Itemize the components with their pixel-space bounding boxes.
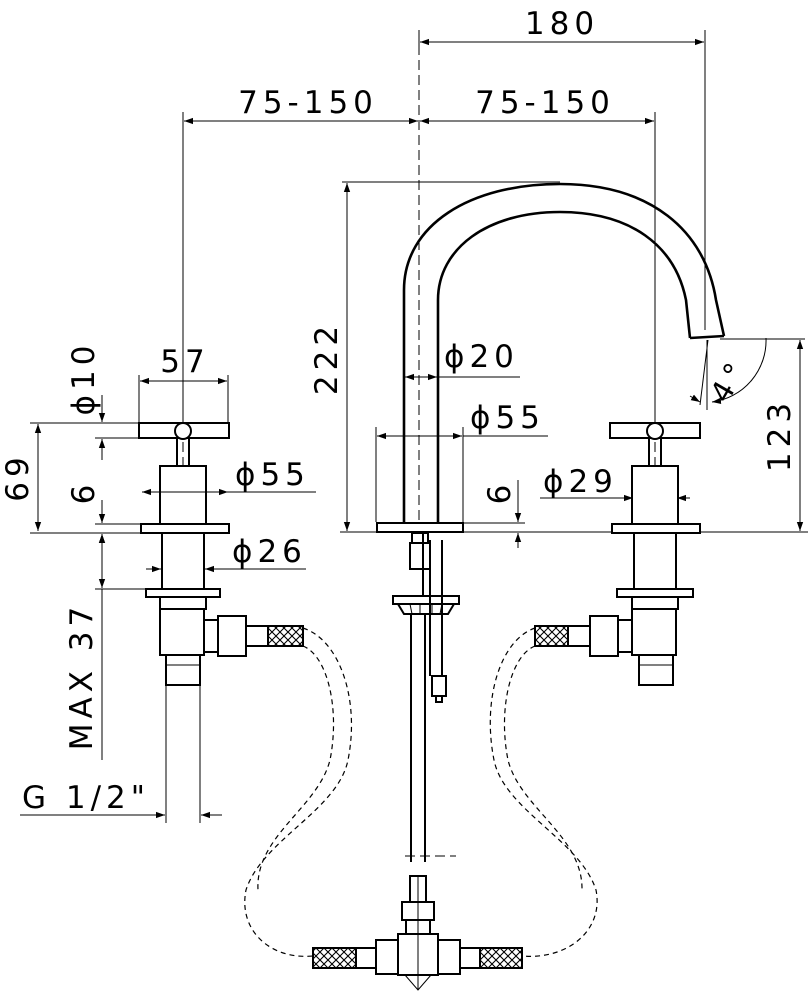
dim-max-mount-thickness: MAX 37	[64, 602, 100, 751]
dim-right-rosette-diameter: ϕ29	[543, 464, 618, 500]
dim-outlet-height: 123	[762, 398, 798, 472]
dim-handle-width: 57	[160, 344, 209, 380]
flex-hoses	[244, 627, 598, 957]
dim-right-spacing: 75-150	[475, 85, 615, 121]
dim-spout-base-diameter: ϕ55	[470, 400, 545, 436]
dim-handle-height: 69	[0, 452, 36, 501]
dim-shank-diameter: ϕ26	[232, 534, 307, 570]
dim-handle-bar-diameter: ϕ10	[66, 341, 102, 416]
dim-spout-reach: 180	[525, 6, 599, 42]
top-dimensions: 180 75-150 75-150	[182, 6, 706, 412]
dim-handle-base-diameter: ϕ55	[235, 457, 310, 493]
dim-spout-height: 222	[309, 321, 345, 395]
dim-connection-thread: G 1/2"	[22, 780, 150, 816]
right-valve: ϕ29	[534, 422, 701, 686]
mixing-tee	[312, 875, 523, 991]
dim-outlet-angle: 4°	[703, 352, 755, 408]
spout: 222 ϕ20 ϕ55 6 123 4°	[309, 181, 808, 548]
dim-handle-base-thickness: 6	[66, 480, 102, 505]
dim-spout-base-thickness: 6	[482, 480, 518, 505]
dim-spout-tube-diameter: ϕ20	[444, 339, 519, 375]
left-valve: 57 ϕ10 69 6 ϕ55 ϕ26 MAX 37	[0, 341, 316, 823]
dim-left-spacing: 75-150	[238, 85, 378, 121]
spout-mounting	[392, 532, 460, 862]
